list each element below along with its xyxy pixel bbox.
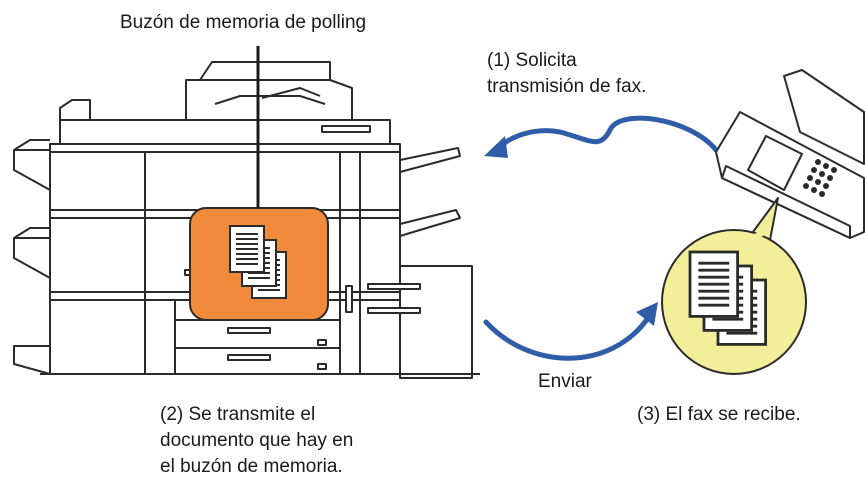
- step3-label: (3) El fax se recibe.: [637, 404, 801, 425]
- memory-box: [189, 207, 329, 321]
- step1-label: (1) Solicita transmisión de fax.: [487, 48, 646, 100]
- step2-line2: documento que hay en: [160, 430, 354, 451]
- fax-keypad: [803, 159, 837, 197]
- step2-line3: el buzón de memoria.: [160, 456, 343, 477]
- step2-label: (2) Se transmite el documento que hay en…: [160, 402, 353, 480]
- send-label: Enviar: [538, 371, 592, 392]
- polling-box-label: Buzón de memoria de polling: [120, 12, 367, 33]
- curved-arrow-left-icon: [484, 115, 719, 158]
- curved-arrow-right-icon: [483, 302, 658, 361]
- received-bubble: [661, 197, 807, 375]
- step1-line2: transmisión de fax.: [487, 76, 647, 97]
- multifunction-printer-icon: [13, 61, 480, 379]
- fax-machine-icon: [715, 69, 865, 239]
- step1-line1: (1) Solicita: [487, 50, 577, 71]
- step2-line1: (2) Se transmite el: [160, 404, 316, 425]
